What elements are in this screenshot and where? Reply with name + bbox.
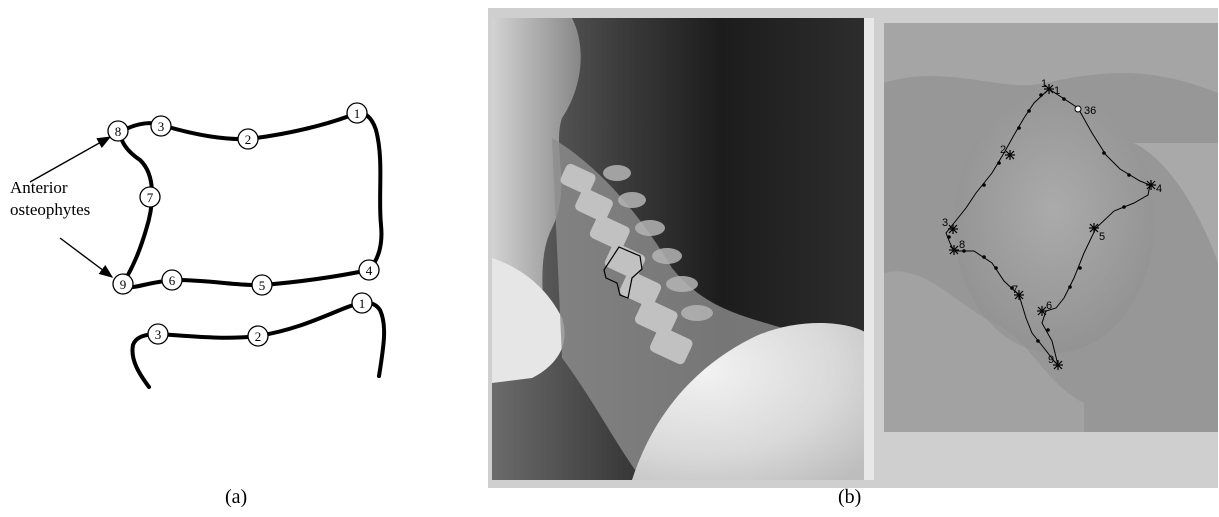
landmark-circle-a-3: 3 (151, 116, 171, 136)
landmark-label-9: 9 (1048, 354, 1054, 366)
landmark-circle-a-9: 9 (113, 274, 133, 294)
landmark-circle-a-8: 8 (108, 121, 128, 141)
landmark-star-3 (948, 224, 958, 234)
landmark-label-2: 2 (1000, 144, 1006, 156)
landmark-label-36: 36 (1084, 105, 1096, 117)
landmark-label-a-4: 4 (366, 263, 373, 278)
landmark-star-4 (1146, 180, 1156, 190)
upper-vertebra-bottom-edge (124, 270, 369, 287)
landmark-circle-a-4: 4 (359, 260, 379, 280)
landmark-circle-a-lower-3: 3 (148, 324, 168, 344)
landmark-label-a-3: 3 (158, 119, 165, 134)
arrow-to-point-9 (60, 238, 112, 277)
landmark-label-a-2: 2 (245, 132, 252, 147)
landmark-label-1: 1 (1041, 78, 1047, 90)
landmark-star-9 (1053, 360, 1063, 370)
landmark-circle-36 (1075, 106, 1081, 112)
landmark-label-1b: 1 (1054, 85, 1060, 97)
annotation-line-2: osteophytes (10, 200, 90, 219)
landmark-label-a-6: 6 (169, 273, 176, 288)
landmark-label-a-lower-2: 2 (255, 329, 262, 344)
xray-lateral-neck (492, 18, 874, 480)
landmark-label-7: 7 (1012, 284, 1018, 296)
landmark-label-6: 6 (1046, 300, 1052, 312)
landmark-circle-a-lower-1: 1 (352, 293, 372, 313)
arrow-to-point-8 (30, 137, 110, 182)
xray-lateral-neck-graphic (492, 18, 874, 480)
annotation-line-1: Anterior (10, 178, 68, 197)
landmark-circle-a-7: 7 (140, 187, 160, 207)
landmark-circle-a-5: 5 (252, 275, 272, 295)
landmark-label-8: 8 (959, 239, 965, 251)
landmark-label-a-lower-1: 1 (359, 296, 366, 311)
landmark-circle-a-2: 2 (238, 129, 258, 149)
upper-vertebra-right-edge (357, 113, 381, 270)
landmark-label-a-1: 1 (354, 106, 361, 121)
landmark-star-5 (1089, 223, 1099, 233)
xray-zoomed-vertebra: 1 1 36 2 4 3 5 8 7 6 9 (884, 23, 1218, 432)
landmark-label-a-8: 8 (115, 124, 122, 139)
landmark-circle-a-1: 1 (347, 103, 367, 123)
landmark-label-a-9: 9 (120, 277, 127, 292)
xray-zoomed-vertebra-graphic: 1 1 36 2 4 3 5 8 7 6 9 (884, 23, 1218, 432)
landmark-label-5: 5 (1099, 231, 1105, 243)
figure-a-schematic: Anterior osteophytes 8 3 2 1 7 4 9 (0, 0, 490, 517)
landmark-circle-a-lower-2: 2 (248, 326, 268, 346)
caption-a: (a) (225, 486, 247, 509)
landmark-label-a-7: 7 (147, 190, 154, 205)
landmark-label-a-5: 5 (259, 278, 266, 293)
landmark-label-a-lower-3: 3 (155, 327, 162, 342)
landmark-circle-a-6: 6 (162, 270, 182, 290)
landmark-star-8 (949, 245, 959, 255)
landmark-label-4: 4 (1156, 183, 1162, 195)
caption-b: (b) (838, 486, 861, 509)
landmark-label-3: 3 (942, 217, 948, 229)
landmark-star-2 (1005, 150, 1015, 160)
